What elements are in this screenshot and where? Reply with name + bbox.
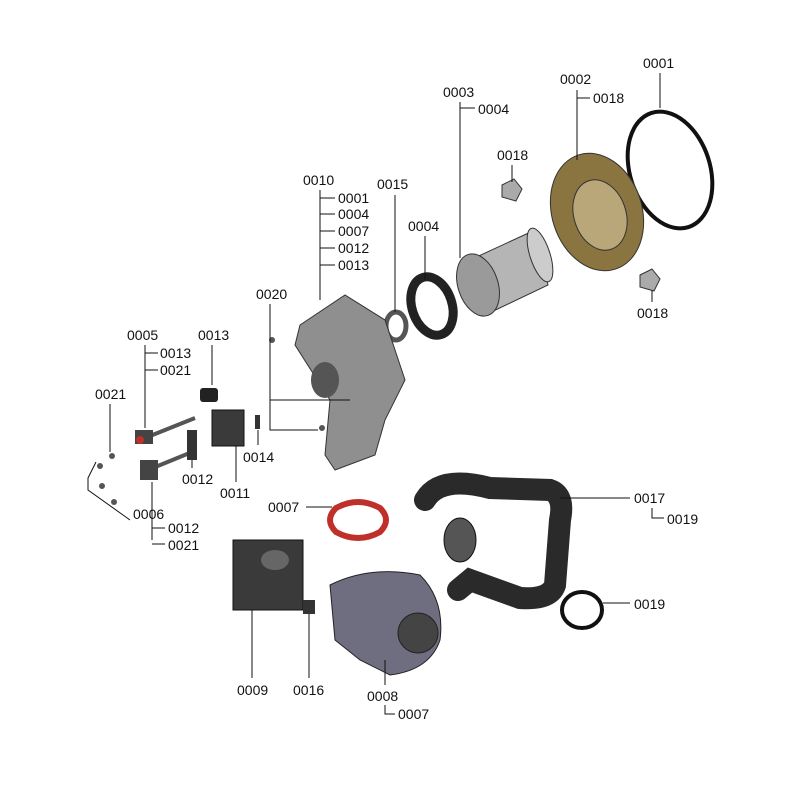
label-0013: 0013 — [338, 257, 369, 273]
label-0018: 0018 — [497, 147, 528, 163]
part-0016-connector — [303, 600, 315, 614]
label-0004: 0004 — [408, 218, 439, 234]
label-0005: 0005 — [127, 327, 158, 343]
label-0021: 0021 — [95, 386, 126, 402]
label-0019: 0019 — [634, 596, 665, 612]
label-0004: 0004 — [478, 101, 509, 117]
label-0012: 0012 — [168, 520, 199, 536]
label-0004: 0004 — [338, 206, 369, 222]
label-0021: 0021 — [168, 537, 199, 553]
label-0019: 0019 — [667, 511, 698, 527]
part-0008-fan — [329, 571, 442, 676]
label-0007: 0007 — [338, 223, 369, 239]
label-0001: 0001 — [338, 190, 369, 206]
part-0011-ignition-unit — [211, 409, 245, 447]
part-0004-gasket — [406, 272, 458, 340]
label-0007: 0007 — [398, 706, 429, 722]
label-0020: 0020 — [256, 286, 287, 302]
part-0014-part — [255, 415, 260, 429]
part-0003-burner-tube — [456, 227, 554, 317]
part-0005-ignition-electrode — [135, 416, 196, 444]
label-0018: 0018 — [637, 305, 668, 321]
label-0012: 0012 — [182, 471, 213, 487]
label-0015: 0015 — [377, 176, 408, 192]
label-0017: 0017 — [634, 490, 665, 506]
part-0002-burner-ring — [549, 152, 645, 272]
label-0021: 0021 — [160, 362, 191, 378]
part-0007-gasket-red — [327, 499, 389, 541]
leader-lines — [87, 73, 664, 715]
part-0009-gas-valve — [232, 539, 304, 611]
label-0014: 0014 — [243, 449, 274, 465]
label-0007: 0007 — [268, 499, 299, 515]
label-0003: 0003 — [443, 84, 474, 100]
part-0020-screw-bottom — [319, 425, 325, 431]
label-0002: 0002 — [560, 71, 591, 87]
label-0009: 0009 — [237, 682, 268, 698]
label-0013: 0013 — [160, 345, 191, 361]
label-0013: 0013 — [198, 327, 229, 343]
label-0016: 0016 — [293, 682, 324, 698]
label-0010: 0010 — [303, 172, 334, 188]
label-0012: 0012 — [338, 240, 369, 256]
label-0018: 0018 — [593, 90, 624, 106]
part-0006-ionisation-electrode — [140, 450, 193, 480]
label-0008: 0008 — [367, 688, 398, 704]
part-0018-clip-bottom — [639, 268, 661, 292]
part-0021-screws — [97, 453, 117, 505]
part-0013-gasket — [200, 388, 218, 402]
part-0010-burner-cover — [294, 294, 406, 471]
part-0019-oring — [560, 590, 604, 630]
part-0012-clip — [187, 430, 197, 460]
label-0006: 0006 — [133, 506, 164, 522]
part-0018-clip-top — [501, 178, 523, 202]
part-0017-air-duct — [414, 472, 573, 610]
label-0001: 0001 — [643, 55, 674, 71]
part-labels: 0001 0002 0018 0003 0004 0018 0010 0001 … — [95, 55, 698, 722]
label-0011: 0011 — [220, 485, 250, 501]
